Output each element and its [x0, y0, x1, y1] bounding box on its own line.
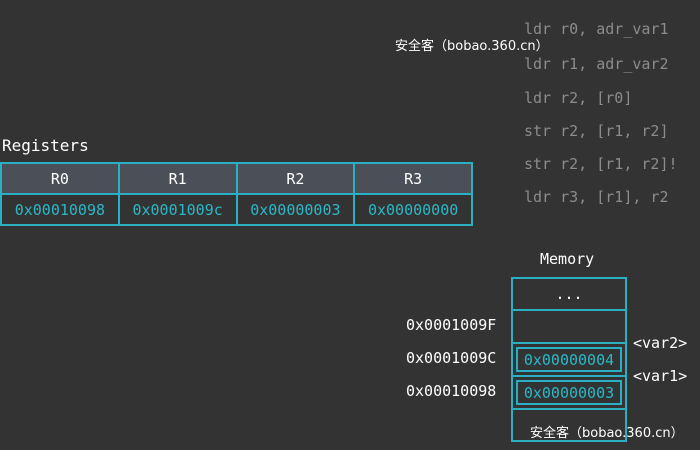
code-line-1: ldr r0, adr_var1: [524, 20, 669, 38]
register-header-r2: R2: [235, 162, 356, 195]
memory-cell-var1: 0x00000003: [511, 375, 627, 410]
memory-cell-value: 0x00000003: [516, 380, 622, 405]
register-header-r0: R0: [0, 162, 120, 195]
var2-label: <var2>: [633, 334, 688, 352]
register-header-r1: R1: [117, 162, 238, 195]
memory-address-0x00010098: 0x00010098: [406, 382, 497, 400]
memory-title: Memory: [540, 250, 595, 268]
registers-value-row: 0x00010098 0x0001009c 0x00000003 0x00000…: [0, 193, 473, 226]
memory-cell-value-empty: [513, 311, 625, 342]
memory-cell-0x0001009f: [511, 309, 627, 344]
memory-cell-bottom: [511, 408, 627, 442]
code-line-2: ldr r1, adr_var2: [524, 55, 669, 73]
code-line-3: ldr r2, [r0]: [524, 89, 633, 107]
register-value-r1: 0x0001009c: [117, 193, 238, 226]
registers-header-row: R0 R1 R2 R3: [0, 162, 473, 195]
watermark-top: 安全客（bobao.360.cn）: [395, 39, 549, 54]
memory-address-0x0001009f: 0x0001009F: [406, 316, 497, 334]
register-value-r3: 0x00000000: [353, 193, 473, 226]
code-line-5: str r2, [r1, r2]!: [524, 155, 678, 173]
memory-cell-var2: 0x00000004: [511, 342, 627, 377]
memory-ellipsis: ...: [555, 285, 583, 303]
register-header-r3: R3: [353, 162, 473, 195]
registers-title: Registers: [2, 136, 89, 155]
var1-label: <var1>: [633, 367, 688, 385]
registers-table: R0 R1 R2 R3 0x00010098 0x0001009c 0x0000…: [0, 162, 473, 226]
watermark-bottom: 安全客（bobao.360.cn）: [530, 426, 684, 441]
memory-cell-ellipsis: ...: [511, 277, 627, 311]
register-value-r0: 0x00010098: [0, 193, 120, 226]
memory-cell-value: 0x00000004: [516, 347, 622, 372]
code-line-4: str r2, [r1, r2]: [524, 122, 669, 140]
code-line-6: ldr r3, [r1], r2: [524, 188, 669, 206]
register-value-r2: 0x00000003: [235, 193, 356, 226]
memory-address-0x0001009c: 0x0001009C: [406, 349, 497, 367]
